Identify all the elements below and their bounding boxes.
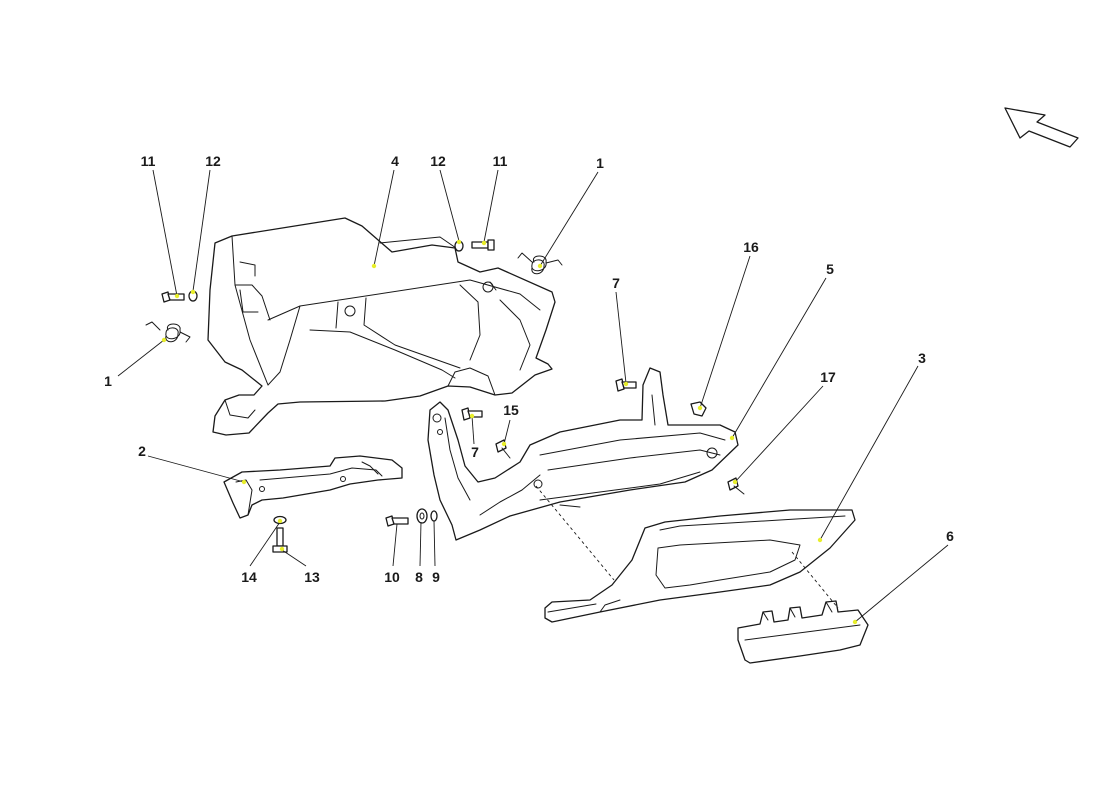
torsion-spring-right [517, 252, 563, 275]
washer-9 [430, 510, 438, 522]
callout-labels: 11 12 4 12 11 1 1 7 16 5 3 17 2 15 7 6 1… [104, 153, 954, 585]
reference-dots [161, 239, 858, 625]
callout-10: 10 [384, 569, 400, 585]
callout-12-left: 12 [205, 153, 221, 169]
torsion-spring-left [145, 321, 191, 343]
callout-14: 14 [241, 569, 257, 585]
callout-7-mid: 7 [471, 444, 479, 460]
leader-lines [117, 169, 949, 623]
callout-4: 4 [391, 153, 399, 169]
callout-15: 15 [503, 402, 519, 418]
hinge-bracket [223, 455, 403, 519]
callout-8: 8 [415, 569, 423, 585]
callout-13: 13 [304, 569, 320, 585]
callout-1-right: 1 [596, 155, 604, 171]
direction-arrow-icon [1004, 107, 1079, 148]
alignment-line-left [535, 485, 615, 581]
bushing-8 [416, 508, 428, 524]
callout-2: 2 [138, 443, 146, 459]
callout-11-left: 11 [141, 153, 156, 169]
latch-handle [737, 600, 869, 664]
glovebox-bin [207, 217, 556, 436]
glovebox-lid-frame [427, 367, 739, 541]
callout-5: 5 [826, 261, 834, 277]
glovebox-lid-outer [544, 509, 856, 623]
bolt-10 [385, 515, 409, 527]
callout-17: 17 [820, 369, 836, 385]
callout-16: 16 [743, 239, 759, 255]
callout-1-left: 1 [104, 373, 112, 389]
callout-9: 9 [432, 569, 440, 585]
pin-11-left [161, 291, 185, 303]
pin-7-lower [461, 407, 483, 421]
callout-6: 6 [946, 528, 954, 544]
callout-7-top: 7 [612, 275, 620, 291]
callout-11-right: 11 [493, 153, 508, 169]
callout-12-right: 12 [430, 153, 446, 169]
callout-3: 3 [918, 350, 926, 366]
alignment-line-right [791, 551, 839, 609]
